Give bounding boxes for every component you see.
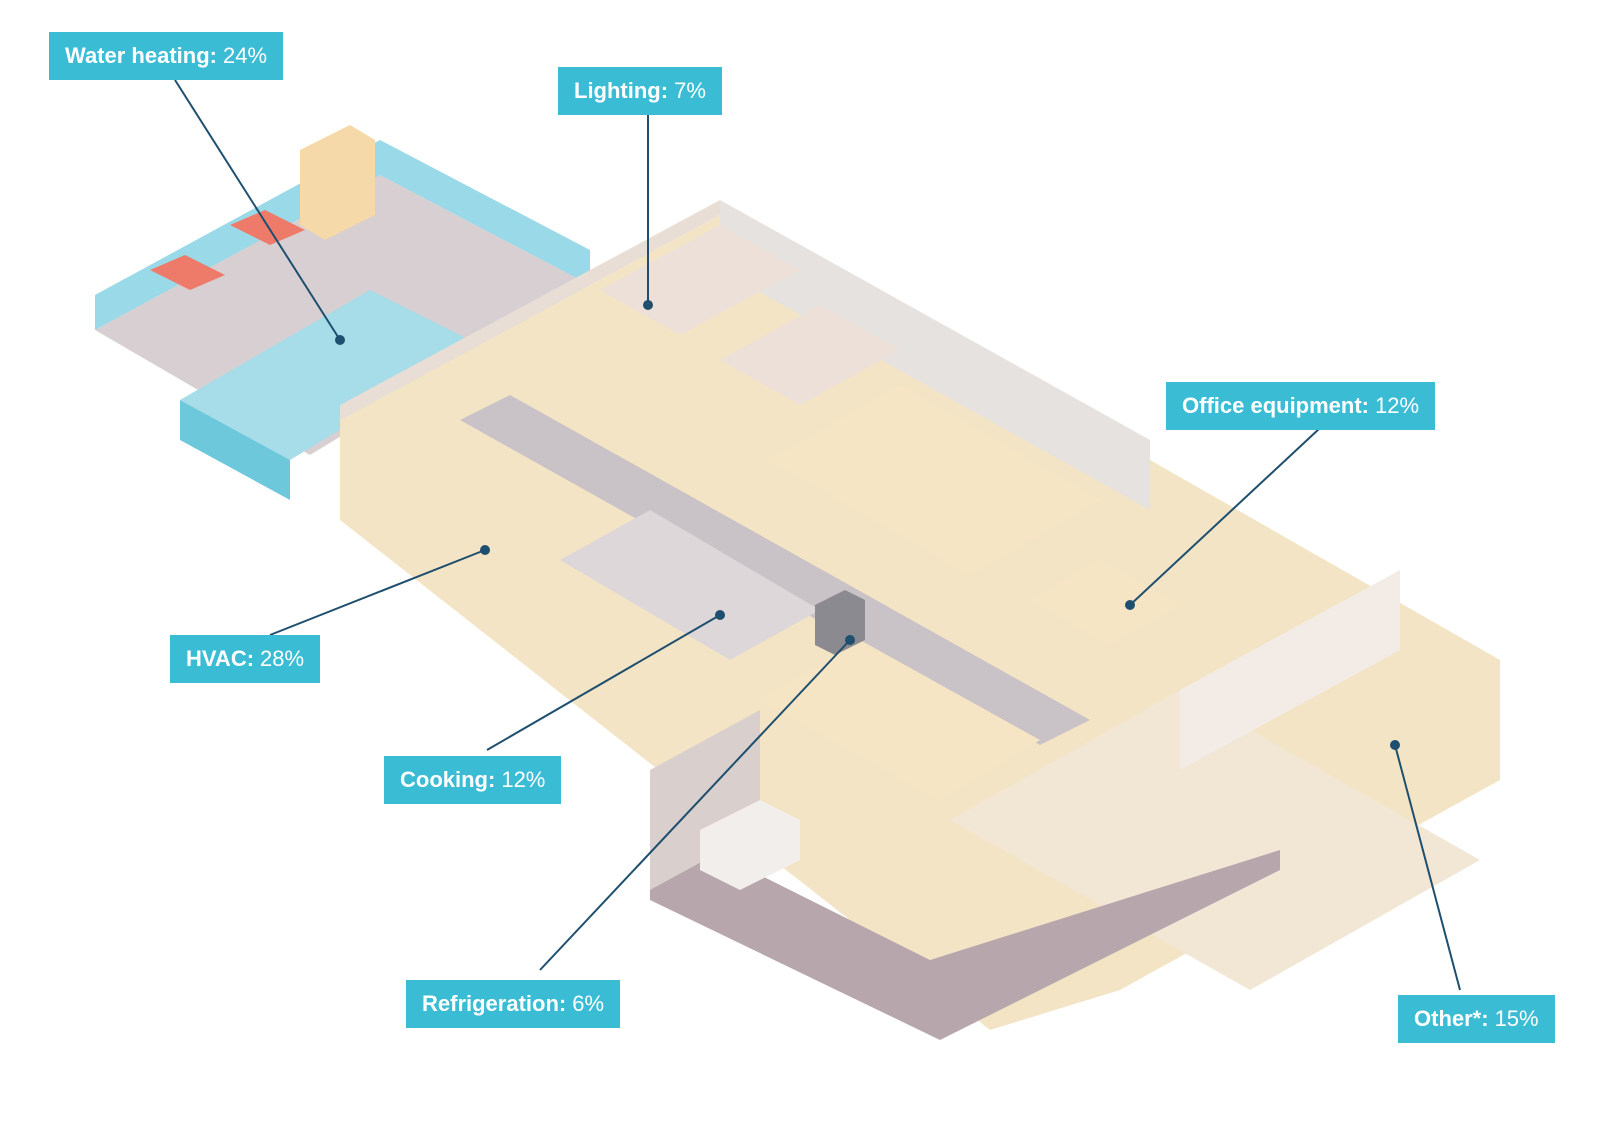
dot-water-heating [335, 335, 345, 345]
leader-water-heating [174, 79, 341, 341]
shower-cabin [300, 125, 375, 240]
dot-hvac [480, 545, 490, 555]
leader-dots [335, 300, 1400, 750]
label-lighting: Lighting:7% [558, 67, 722, 115]
parking-garage [650, 820, 1280, 1040]
outer-wall-left [340, 200, 720, 420]
building-floor-plan [95, 125, 1500, 1040]
label-name: HVAC: [186, 646, 255, 671]
label-office-equipment: Office equipment:12% [1166, 382, 1436, 430]
label-value: 24% [222, 43, 268, 68]
label-name: Refrigeration: [422, 991, 567, 1016]
lobby [950, 690, 1480, 990]
leader-cooking [486, 614, 721, 751]
label-hvac: HVAC:28% [170, 635, 321, 683]
leader-office-equipment [1129, 427, 1321, 606]
label-name: Cooking: [400, 767, 496, 792]
label-name: Other*: [1414, 1006, 1489, 1031]
label-name: Office equipment: [1182, 393, 1370, 418]
corridor [460, 395, 1090, 745]
dot-office-equipment [1125, 600, 1135, 610]
reception-wall [1180, 570, 1400, 770]
kitchen-area [560, 510, 820, 660]
label-value: 12% [501, 767, 546, 792]
restaurant-area [760, 640, 1040, 800]
label-name: Lighting: [574, 78, 669, 103]
label-value: 12% [1375, 393, 1420, 418]
electric-car [700, 800, 800, 890]
pool-side [180, 400, 290, 500]
leader-other [1394, 744, 1461, 991]
dot-refrigeration [845, 635, 855, 645]
pool-glass-wall [95, 140, 590, 330]
leader-lines [174, 79, 1461, 991]
dot-lighting [643, 300, 653, 310]
label-name: Water heating: [65, 43, 217, 68]
label-value: 6% [572, 991, 605, 1016]
hotel-room-2 [720, 305, 900, 405]
leader-refrigeration [539, 639, 851, 971]
sun-umbrella-1 [150, 255, 225, 290]
leader-hvac [269, 549, 486, 636]
gym-area [770, 385, 1100, 575]
label-refrigeration: Refrigeration:6% [406, 980, 621, 1028]
dot-other [1390, 740, 1400, 750]
dot-cooking [715, 610, 725, 620]
swimming-pool [180, 290, 480, 460]
label-value: 28% [260, 646, 305, 671]
label-other: Other*:15% [1398, 995, 1555, 1043]
gym-glass-wall [720, 200, 1150, 510]
office-room [1030, 560, 1180, 645]
label-water-heating: Water heating:24% [49, 32, 284, 80]
label-cooking: Cooking:12% [384, 756, 562, 804]
label-value: 7% [674, 78, 706, 103]
label-value: 15% [1494, 1006, 1539, 1031]
